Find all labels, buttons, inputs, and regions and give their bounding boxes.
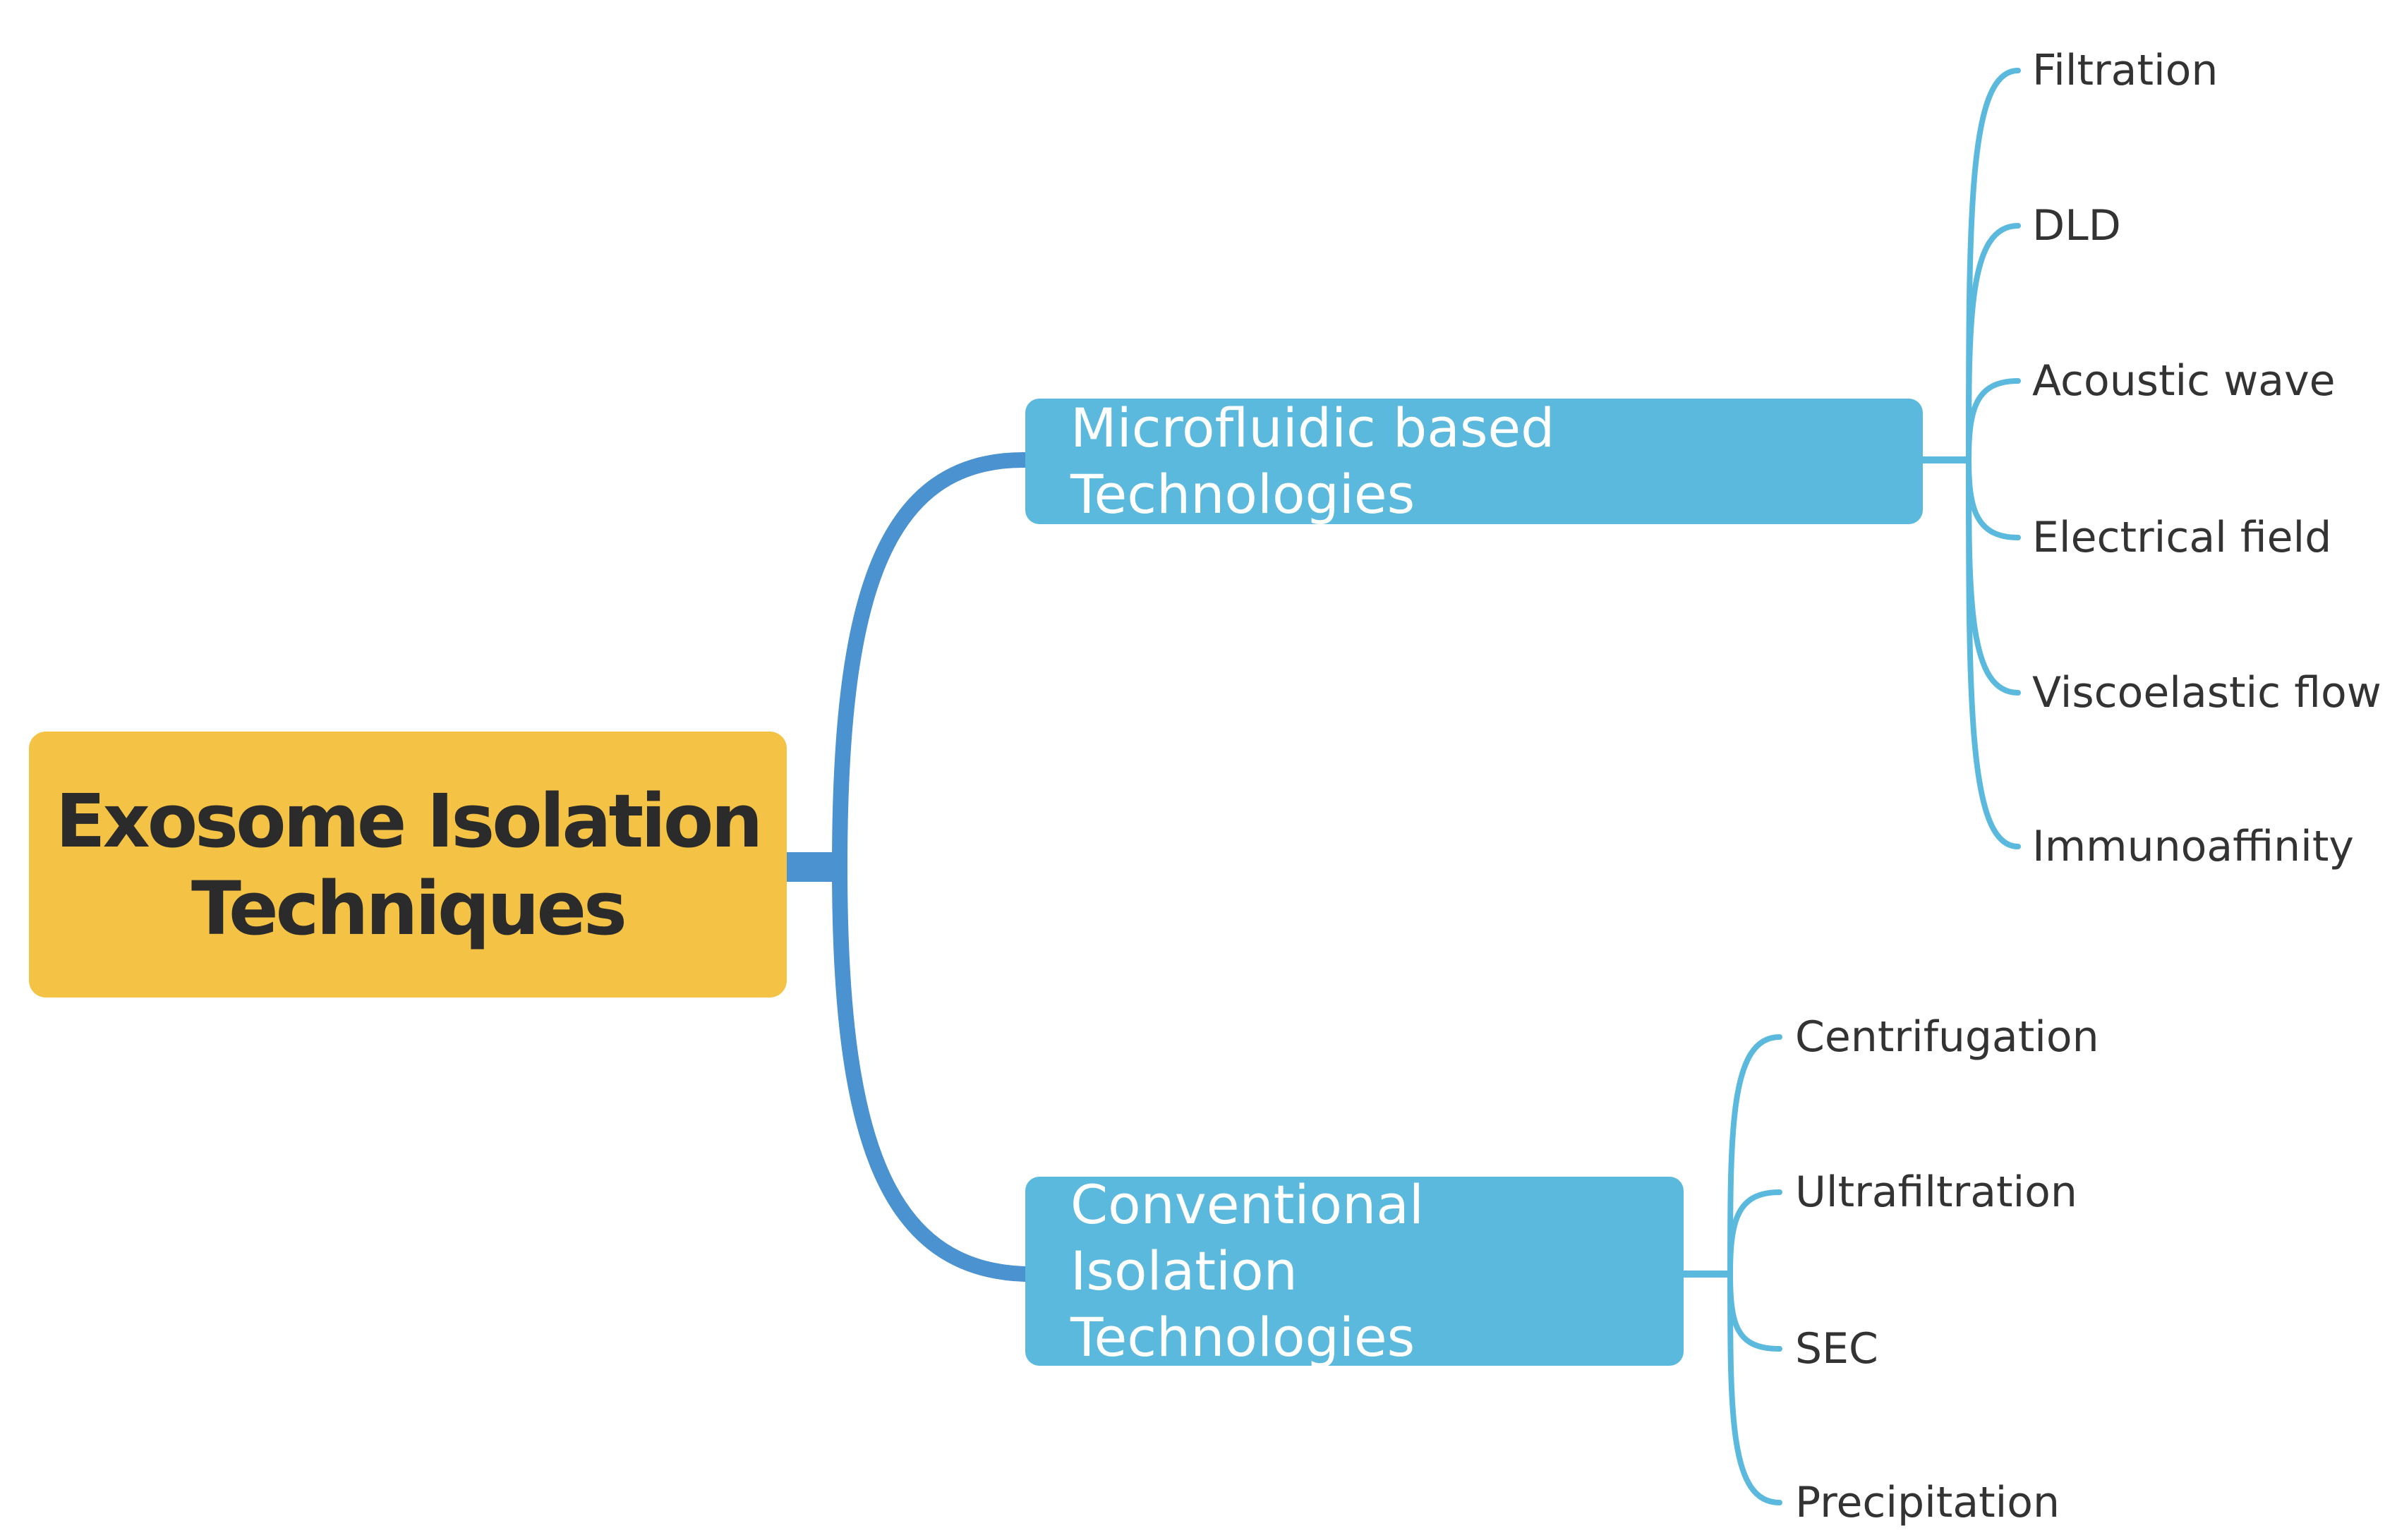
leaf-viscoelastic-flow[interactable]: Viscoelastic flow [2032,668,2381,717]
branch-node-conventional[interactable]: Conventional Isolation Technologies [1025,1173,1684,1369]
branch-node-microfluidic[interactable]: Microfluidic based Technologies [1025,396,1923,526]
connector-root-to-conventional [832,859,1033,1282]
root-node-label-line1: Exosome Isolation [55,777,763,864]
leaf-sec[interactable]: SEC [1795,1324,1878,1374]
leaf-ultrafiltration[interactable]: Ultrafiltration [1795,1168,2077,1217]
connector-root-to-microfluidic [832,451,1033,875]
leaf-electrical-field[interactable]: Electrical field [2032,513,2332,562]
branch-label-conventional-line1: Conventional Isolation [1070,1173,1424,1302]
leaf-precipitation[interactable]: Precipitation [1795,1478,2060,1527]
leaf-filtration[interactable]: Filtration [2032,46,2218,95]
connector-leaf-sec [1727,1271,1782,1352]
connector-leaf-viscoelastic-flow [1966,457,2021,696]
root-connector-stub [785,852,840,882]
branch-label-conventional: Conventional Isolation Technologies [1070,1172,1655,1371]
connector-leaf-acoustic-wave [1966,378,2021,463]
connector-leaf-electrical-field [1966,457,2021,540]
root-node-label-line2: Techniques [191,865,627,952]
root-node[interactable]: Exosome Isolation Techniques [29,732,787,998]
connector-leaf-dld [1966,223,2021,463]
connector-leaf-ultrafiltration [1727,1189,1782,1277]
connector-leaf-immunoaffinity [1966,457,2021,849]
leaf-acoustic-wave[interactable]: Acoustic wave [2032,356,2336,406]
leaf-centrifugation[interactable]: Centrifugation [1795,1012,2099,1062]
leaf-dld[interactable]: DLD [2032,201,2121,250]
leaf-immunoaffinity[interactable]: Immunoaffinity [2032,822,2354,871]
connector-leaf-centrifugation [1727,1034,1782,1277]
branch-label-conventional-line2: Technologies [1070,1306,1415,1369]
root-node-label: Exosome Isolation Techniques [55,777,763,952]
branch-label-microfluidic: Microfluidic based Technologies [1070,396,1555,526]
connector-leaf-precipitation [1727,1271,1782,1505]
